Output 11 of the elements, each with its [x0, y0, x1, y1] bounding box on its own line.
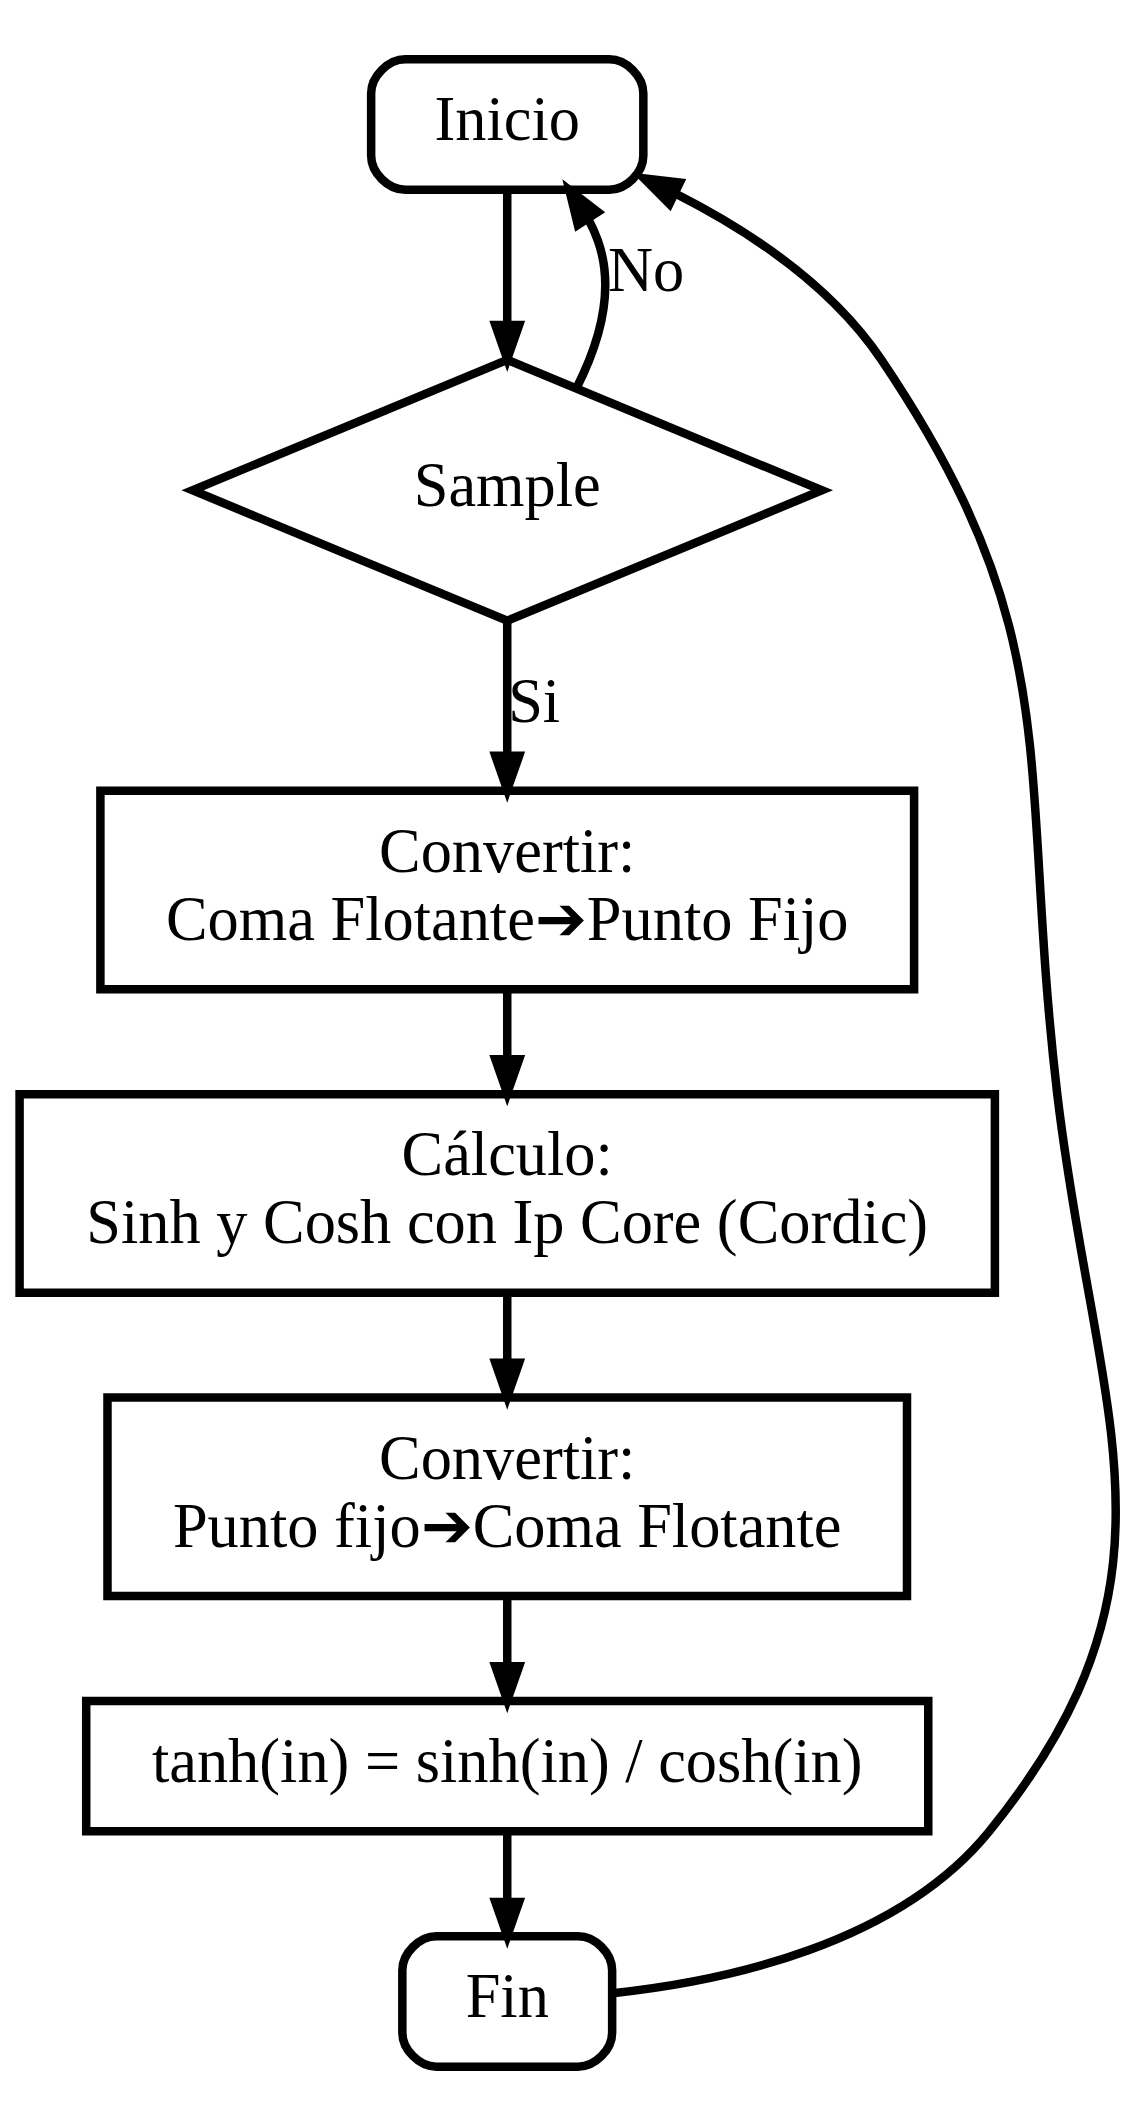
edge-label: No — [608, 234, 685, 304]
node-box: Inicio — [366, 55, 648, 194]
node-diamond: Sample — [181, 355, 834, 626]
arrow — [562, 179, 610, 390]
arrow — [489, 621, 526, 803]
node-box: Convertir: Coma Flotante➔Punto Fijo — [96, 786, 919, 994]
node-box: Fin — [398, 1932, 617, 2071]
node-box: tanh(in) = sinh(in) / cosh(in) — [81, 1696, 933, 1836]
node-box: Cálculo: Sinh y Cosh con Ip Core (Cordic) — [15, 1089, 1000, 1297]
node-box: Convertir: Punto fijo➔Coma Flotante — [103, 1393, 912, 1601]
edge-label: Si — [508, 665, 561, 735]
